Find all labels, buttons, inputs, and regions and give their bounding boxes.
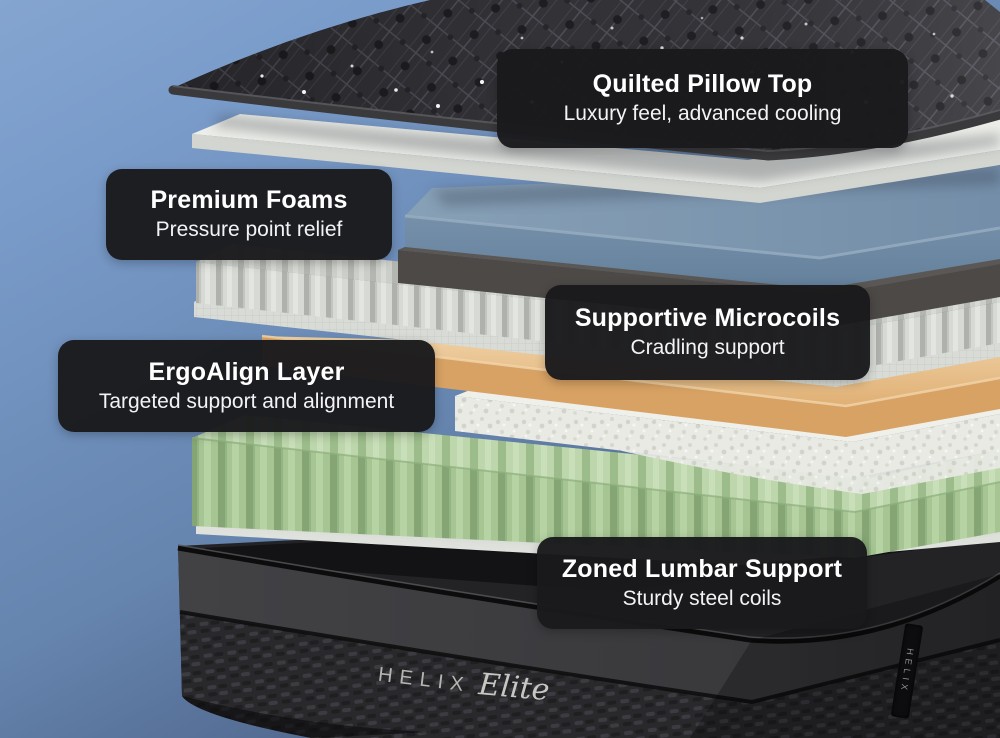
callout-title: Supportive Microcoils <box>574 304 841 332</box>
side-tag-label: HELIX <box>898 647 916 695</box>
callout-premium-foams: Premium Foams Pressure point relief <box>106 169 392 260</box>
callout-zoned-lumbar-support: Zoned Lumbar Support Sturdy steel coils <box>537 537 867 629</box>
callout-title: Quilted Pillow Top <box>592 70 813 98</box>
callout-subtitle: Pressure point relief <box>155 218 343 241</box>
callout-ergoalign-layer: ErgoAlign Layer Targeted support and ali… <box>58 340 435 432</box>
callout-quilted-pillow-top: Quilted Pillow Top Luxury feel, advanced… <box>497 49 908 148</box>
callout-title: ErgoAlign Layer <box>148 357 345 386</box>
callout-title: Zoned Lumbar Support <box>561 554 843 583</box>
brand-script: Elite <box>477 667 551 709</box>
callout-title: Premium Foams <box>150 186 348 214</box>
callout-subtitle: Targeted support and alignment <box>98 389 395 413</box>
callout-supportive-microcoils: Supportive Microcoils Cradling support <box>545 285 870 380</box>
callout-subtitle: Luxury feel, advanced cooling <box>563 102 842 125</box>
layer-cooling-sheet <box>192 114 1000 203</box>
callout-subtitle: Sturdy steel coils <box>622 586 782 610</box>
callout-subtitle: Cradling support <box>630 336 785 359</box>
